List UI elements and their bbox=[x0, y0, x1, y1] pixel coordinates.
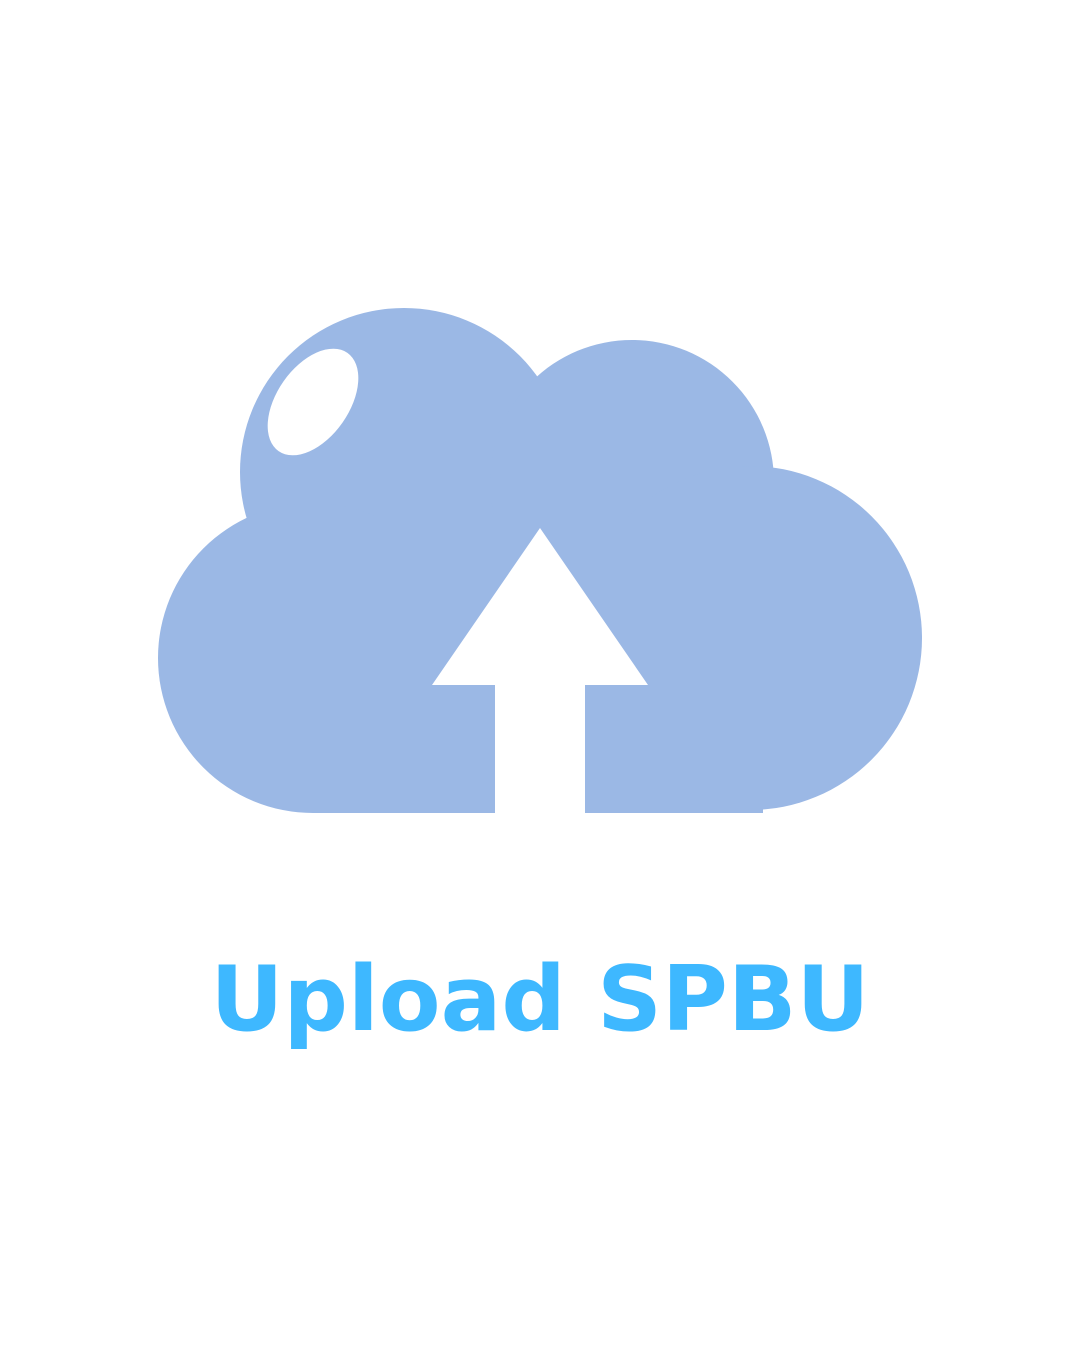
page-title: Upload SPBU bbox=[210, 947, 870, 1052]
cloud-highlight bbox=[267, 348, 359, 456]
arrow-up-icon bbox=[432, 528, 648, 815]
cloud-upload-icon[interactable] bbox=[0, 0, 1080, 900]
